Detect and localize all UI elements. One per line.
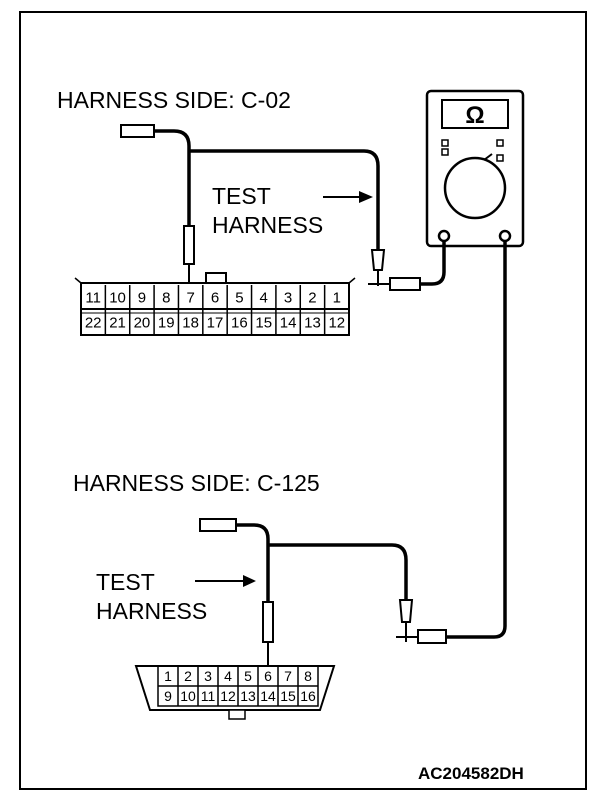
c125-pin-label: 2 bbox=[184, 668, 192, 684]
c02-pin-label: 9 bbox=[138, 290, 146, 307]
meter-button bbox=[496, 139, 504, 147]
c125-pin-label: 10 bbox=[180, 688, 196, 704]
harness-side-c125-label: HARNESS SIDE: C-125 bbox=[73, 470, 320, 496]
c125-pin-label: 4 bbox=[224, 668, 232, 684]
c125-pin-label: 3 bbox=[204, 668, 212, 684]
meter-dial bbox=[443, 156, 507, 220]
connector-lock-tab bbox=[228, 709, 246, 720]
c125-pin-label: 14 bbox=[260, 688, 276, 704]
c02-pin-label: 20 bbox=[134, 315, 151, 332]
c125-pin-label: 13 bbox=[240, 688, 256, 704]
c02-pin-label: 7 bbox=[186, 290, 194, 307]
c02-pin-label: 15 bbox=[255, 315, 272, 332]
arrow-icon-top bbox=[323, 191, 373, 203]
test-label-bottom: TEST bbox=[96, 569, 155, 595]
c02-pin-label: 21 bbox=[109, 315, 126, 332]
c02-pin-label: 5 bbox=[235, 290, 243, 307]
c02-pin-label: 12 bbox=[328, 315, 345, 332]
c125-pin-label: 15 bbox=[280, 688, 296, 704]
c125-pin-label: 9 bbox=[164, 688, 172, 704]
c02-pin-label: 22 bbox=[85, 315, 102, 332]
meter-button bbox=[496, 154, 504, 162]
c125-pin-label: 7 bbox=[284, 668, 292, 684]
c125-pin-label: 11 bbox=[201, 688, 216, 704]
c02-pin-label: 16 bbox=[231, 315, 248, 332]
c02-pin-label: 11 bbox=[85, 290, 101, 307]
harness-side-c02-label: HARNESS SIDE: C-02 bbox=[57, 87, 291, 113]
meter-jack-left bbox=[437, 229, 451, 243]
test-harness-top bbox=[120, 124, 446, 291]
c125-pin-label: 12 bbox=[220, 688, 236, 704]
c02-pin-label: 1 bbox=[333, 290, 341, 307]
c02-pin-label: 3 bbox=[284, 290, 292, 307]
test-label-top: TEST bbox=[212, 183, 271, 209]
meter-button bbox=[441, 139, 449, 147]
meter-jack-right bbox=[498, 229, 512, 243]
c02-pin-label: 14 bbox=[280, 315, 297, 332]
ohm-display: Ω bbox=[465, 102, 484, 129]
c02-pin-label: 6 bbox=[211, 290, 219, 307]
dial-pointer bbox=[483, 153, 493, 161]
harness-label-bottom: HARNESS bbox=[96, 598, 207, 624]
meter-button bbox=[441, 148, 449, 156]
harness-label-top: HARNESS bbox=[212, 212, 323, 238]
c125-pin-label: 5 bbox=[244, 668, 252, 684]
arrow-icon-bottom bbox=[195, 575, 256, 587]
c02-pin-label: 10 bbox=[109, 290, 126, 307]
test-harness-bottom bbox=[199, 241, 507, 666]
c02-pin-label: 19 bbox=[158, 315, 175, 332]
c02-pin-label: 17 bbox=[207, 315, 224, 332]
c02-pin-label: 18 bbox=[182, 315, 199, 332]
c125-pin-label: 1 bbox=[164, 668, 172, 684]
diagram-code: AC204582DH bbox=[418, 764, 524, 783]
c125-pin-label: 6 bbox=[264, 668, 272, 684]
diagram-frame bbox=[19, 11, 587, 790]
c02-pin-label: 8 bbox=[162, 290, 170, 307]
c02-pin-label: 2 bbox=[308, 290, 316, 307]
connector-lock-tab bbox=[205, 272, 227, 284]
c125-pin-label: 16 bbox=[300, 688, 316, 704]
c02-pin-label: 4 bbox=[260, 290, 268, 307]
multimeter: Ω bbox=[425, 89, 525, 248]
c125-pin-label: 8 bbox=[304, 668, 312, 684]
c02-pin-label: 13 bbox=[304, 315, 321, 332]
